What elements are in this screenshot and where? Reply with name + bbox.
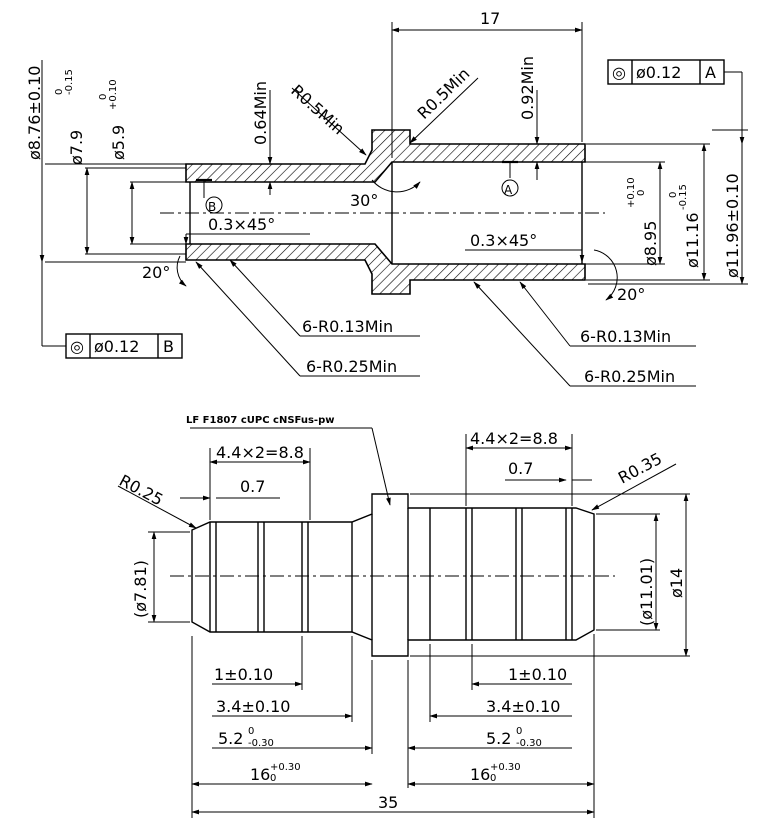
upper-wall-left — [185, 129, 586, 183]
dim-44-left: 4.4×2=8.8 — [216, 443, 304, 462]
fcf-b: ◎ ø0.12 B — [41, 262, 183, 359]
dim-d895: ø8.95 — [641, 221, 660, 266]
note-r025-left: 6-R0.25Min — [306, 357, 397, 376]
dim-16-left: 16 — [250, 765, 270, 784]
dim-d895-tol: +0.10 — [626, 177, 637, 208]
dim-d1116-tol: -0.15 — [678, 184, 689, 210]
fcf-a-symbol: ◎ — [612, 63, 626, 82]
dim-52-left-tol0: 0 — [248, 726, 254, 737]
dim-064: 0.64Min — [251, 81, 270, 145]
dim-d79-tol: -0.15 — [64, 69, 75, 95]
dim-d895-tol0: 0 — [636, 190, 647, 196]
dim-52-right-tol0: 0 — [516, 726, 522, 737]
dim-d59: ø5.9 — [109, 125, 128, 160]
dim-52-right-tol: -0.30 — [516, 738, 542, 749]
dim-d79-tol0: 0 — [54, 89, 65, 95]
dim-d876: ø8.76±0.10 — [25, 66, 44, 160]
dim-44-right: 4.4×2=8.8 — [470, 429, 558, 448]
dim-16-left-tol0: 0 — [270, 773, 276, 784]
dim-1101: (ø11.01) — [637, 558, 656, 626]
dim-07-right: 0.7 — [508, 459, 533, 478]
chamfer-right: 0.3×45° — [470, 231, 537, 250]
note-r013-left: 6-R0.13Min — [302, 317, 393, 336]
external-view: LF F1807 cUPC cNSFus-pw 4.4×2=8.8 0.7 R0… — [116, 415, 690, 818]
dim-16-right-tol: +0.30 — [490, 762, 521, 773]
fcf-b-value: ø0.12 — [94, 337, 139, 356]
dim-34-left: 3.4±0.10 — [216, 697, 290, 716]
dim-d1196: ø11.96±0.10 — [723, 173, 742, 278]
fcf-a: ◎ ø0.12 A — [607, 59, 742, 85]
dim-52-left: 5.2 — [218, 729, 243, 748]
dim-781: (ø7.81) — [131, 560, 150, 618]
dim-r05a: R0.5Min — [287, 81, 348, 139]
lower-wall-left — [185, 243, 586, 295]
fcf-a-value: ø0.12 — [636, 63, 681, 82]
dim-16-right: 16 — [470, 765, 490, 784]
dim-d1116: ø11.16 — [683, 212, 702, 268]
angle-20-left: 20° — [142, 263, 170, 282]
dim-d59-tol0: 0 — [98, 94, 109, 100]
dim-top-17: 17 — [480, 9, 500, 28]
dim-d1116-tol0: 0 — [668, 192, 679, 198]
part-outline — [191, 493, 595, 657]
section-view: ø8.76±0.10 ø7.9 -0.15 0 ø5.9 +0.10 0 0.6… — [25, 9, 748, 387]
dim-1-left: 1±0.10 — [214, 665, 273, 684]
dim-r05b: R0.5Min — [414, 64, 474, 123]
dim-1-right: 1±0.10 — [508, 665, 567, 684]
angle-20-right: 20° — [617, 285, 645, 304]
dim-34-right: 3.4±0.10 — [486, 697, 560, 716]
dim-14: ø14 — [667, 568, 686, 598]
datum-a-marker: A — [504, 183, 513, 197]
dim-07-left: 0.7 — [240, 477, 265, 496]
note-r025-right: 6-R0.25Min — [584, 367, 675, 386]
dim-16-left-tol: +0.30 — [270, 762, 301, 773]
note-r013-right: 6-R0.13Min — [580, 327, 671, 346]
dim-52-right: 5.2 — [486, 729, 511, 748]
dim-092: 0.92Min — [518, 56, 537, 120]
dim-52-left-tol: -0.30 — [248, 738, 274, 749]
datum-b-marker: B — [208, 200, 216, 214]
dim-16-right-tol0: 0 — [490, 773, 496, 784]
fcf-b-datum: B — [163, 337, 174, 356]
dim-35: 35 — [378, 793, 398, 812]
dim-d59-tol: +0.10 — [108, 79, 119, 110]
chamfer-left: 0.3×45° — [208, 215, 275, 234]
dim-d79: ø7.9 — [67, 130, 86, 165]
marking-text: LF F1807 cUPC cNSFus-pw — [186, 415, 334, 426]
fcf-b-symbol: ◎ — [70, 337, 84, 356]
fcf-a-datum: A — [705, 63, 716, 82]
dim-r035: R0.35 — [615, 449, 665, 488]
angle-30: 30° — [350, 191, 378, 210]
dim-r025: R0.25 — [116, 471, 166, 510]
